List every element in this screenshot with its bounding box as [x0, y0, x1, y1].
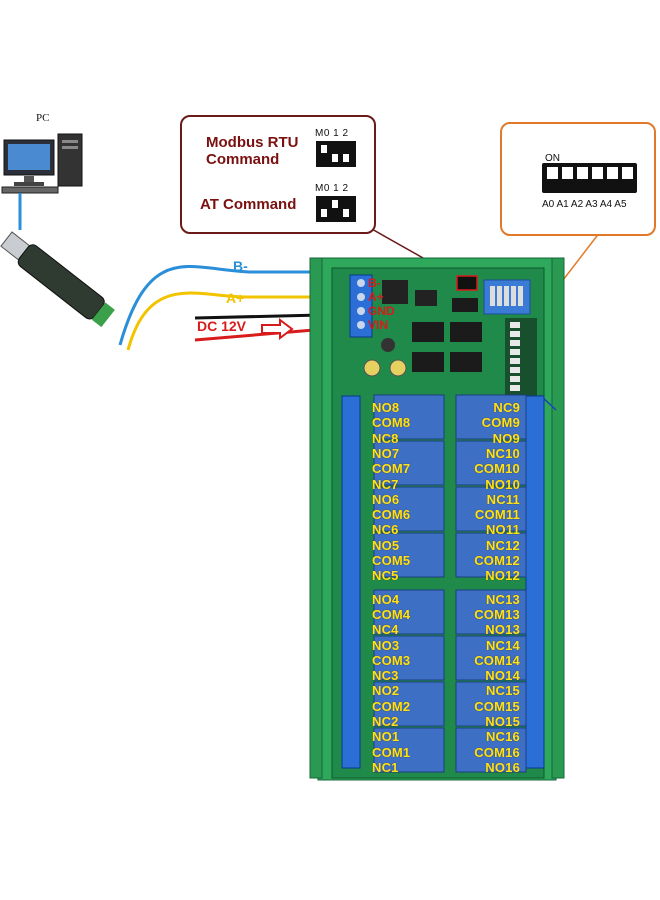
terminal-a-label: A+ — [368, 290, 384, 304]
relay-terminal-label: COM1 — [372, 744, 411, 760]
address-labels: A0 A1 A2 A3 A4 A5 — [542, 199, 627, 210]
relay-terminal-label: COM7 — [372, 461, 411, 477]
left-output-terminals — [341, 395, 361, 769]
pc-label: PC — [36, 112, 50, 124]
regulator-chip — [382, 280, 408, 304]
relay-terminal-label: NO12 — [485, 568, 520, 584]
relay-terminal-label: COM16 — [474, 744, 520, 760]
relay-terminal-label: COM14 — [474, 652, 520, 668]
usb-rs485-adapter-icon — [0, 231, 115, 328]
relay-terminal-label: COM15 — [474, 698, 520, 714]
relay-terminal-label: NC16 — [485, 729, 520, 745]
relay-terminal-label: NC14 — [485, 637, 520, 653]
relay-terminal-label: NO7 — [372, 445, 400, 461]
right-relays — [455, 394, 527, 773]
wire-a-plus-label: A+ — [226, 290, 245, 306]
relay-terminal-label: NC10 — [485, 445, 520, 461]
relay-terminal-label: NC1 — [372, 759, 399, 775]
mode-dip-switch-on-board — [456, 275, 478, 291]
ic-chip — [412, 322, 444, 342]
relay-terminal-label: NC9 — [493, 400, 520, 415]
relay-terminal-label: COM8 — [372, 415, 411, 431]
relay-terminal-label: COM13 — [474, 606, 520, 622]
dc-12v-label: DC 12V — [197, 318, 247, 334]
relay-terminal-label: COM12 — [474, 553, 520, 568]
relay-terminal-label: NO11 — [485, 522, 520, 538]
at-command-label: AT Command — [200, 196, 297, 213]
relay-terminal-label: COM10 — [474, 461, 520, 477]
left-relays — [373, 394, 445, 773]
pc-icon — [1, 133, 83, 194]
relay-terminal-label: NO3 — [372, 637, 400, 653]
wire-b-minus — [118, 265, 366, 346]
relay-terminal-label: COM11 — [474, 507, 520, 523]
relay-terminal-label: NC3 — [372, 668, 399, 684]
power-terminal-block — [349, 274, 373, 338]
modbus-dip-icon — [316, 141, 356, 167]
relay-terminal-label: NO2 — [372, 683, 400, 699]
right-output-terminals — [525, 395, 545, 769]
relay-terminal-label: NC6 — [372, 522, 399, 538]
terminal-vin-label: VIN — [368, 318, 389, 332]
wire-a-plus — [126, 291, 362, 351]
relay-terminal-label: NO6 — [372, 491, 400, 507]
relay-terminal-label: COM9 — [481, 415, 520, 431]
relay-terminal-label: COM4 — [372, 606, 411, 622]
relay-terminal-label: NC8 — [372, 430, 399, 446]
modbus-dip-header: M0 1 2 — [315, 128, 349, 139]
relay-terminal-label: NC11 — [486, 491, 520, 507]
relay-terminal-label: COM2 — [372, 698, 411, 714]
at-dip-icon — [316, 196, 356, 222]
relay-terminal-label: NC12 — [485, 537, 520, 553]
relay-terminal-label: NO9 — [492, 430, 520, 446]
dip-on-label: ON — [545, 153, 560, 164]
terminal-b-label: B- — [368, 276, 381, 290]
relay-terminal-label: COM6 — [372, 507, 411, 523]
relay-terminal-label: NO10 — [485, 476, 520, 492]
at-dip-header: M0 1 2 — [315, 183, 349, 194]
relay-terminal-label: NO5 — [372, 537, 400, 553]
relay-terminal-label: COM3 — [372, 652, 411, 668]
relay-terminal-label: NO8 — [372, 400, 400, 415]
relay-terminal-label: NC4 — [372, 622, 399, 638]
relay-terminal-label: COM5 — [372, 553, 411, 568]
relay-terminal-label: NC7 — [372, 476, 399, 492]
relay-terminal-label: NO14 — [485, 668, 520, 684]
wire-b-minus-label: B- — [233, 258, 248, 274]
relay-terminal-label: NC13 — [485, 591, 520, 607]
relay-terminal-label: NC2 — [372, 714, 399, 729]
terminal-gnd-label: GND — [368, 304, 395, 318]
relay-terminal-label: NO16 — [485, 759, 520, 775]
relay-terminal-label: NO15 — [485, 714, 520, 729]
dc-arrow-icon — [261, 318, 294, 340]
modbus-rtu-label: Modbus RTU Command — [206, 134, 299, 168]
relay-terminal-label: NO1 — [372, 729, 400, 745]
relay-terminal-label: NO13 — [485, 622, 520, 638]
relay-terminal-label: NC5 — [372, 568, 399, 584]
relay-terminal-label: NC15 — [485, 683, 520, 699]
relay-terminal-label: NO4 — [372, 591, 400, 607]
address-dip-icon — [542, 163, 637, 193]
